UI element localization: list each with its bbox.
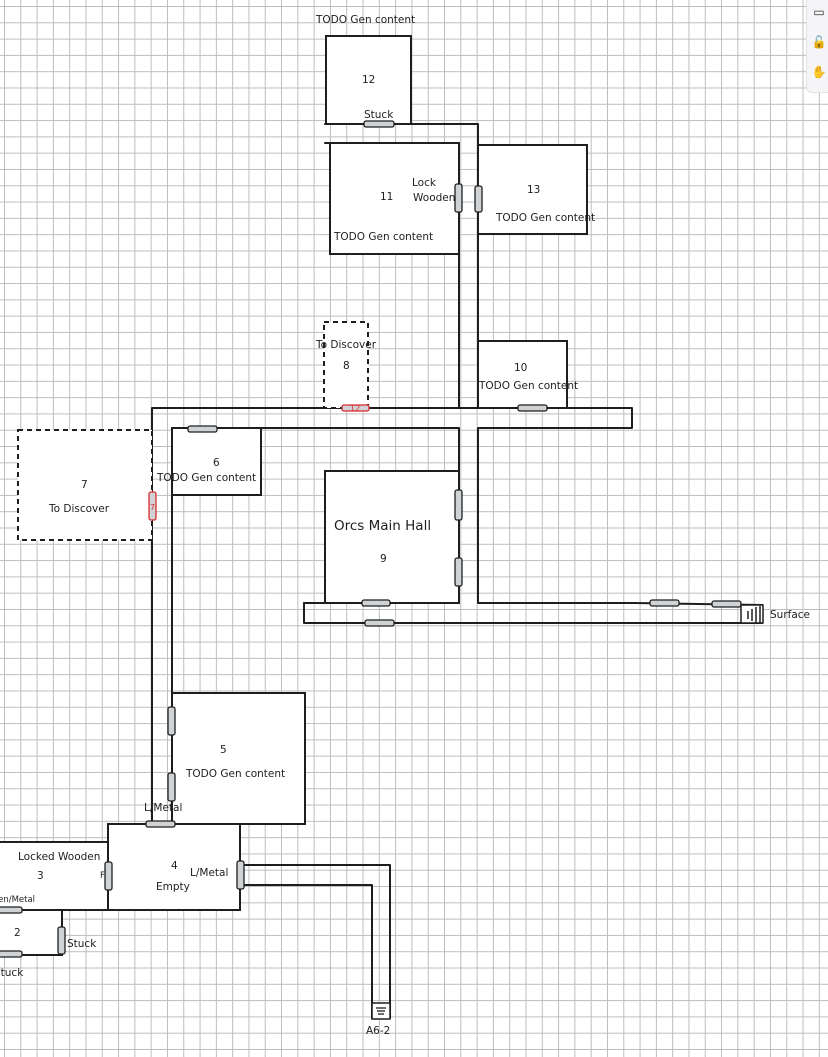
room-10[interactable] bbox=[477, 340, 568, 409]
surface-stairs-icon[interactable] bbox=[740, 604, 764, 624]
door-4-right-metal[interactable] bbox=[236, 860, 245, 890]
hand-icon[interactable]: ✋ bbox=[811, 65, 827, 79]
room-11[interactable] bbox=[329, 142, 460, 255]
label-room-7-title: To Discover bbox=[48, 503, 110, 515]
label-room-3: 3 bbox=[37, 870, 44, 882]
label-room-12: 12 bbox=[362, 74, 375, 86]
label-room-8: 8 bbox=[343, 360, 350, 372]
label-room-8-door: 12 bbox=[350, 404, 360, 413]
unlock-icon[interactable]: 🔓 bbox=[811, 35, 827, 49]
door-2-stuck-bottom[interactable] bbox=[0, 950, 23, 958]
doors bbox=[0, 120, 742, 958]
door-5-bottom[interactable] bbox=[167, 772, 176, 802]
exit-stairs-icon[interactable] bbox=[371, 1002, 391, 1020]
label-room-5-todo: TODO Gen content bbox=[185, 768, 285, 780]
room-2[interactable] bbox=[0, 909, 63, 956]
door-8[interactable] bbox=[341, 404, 370, 412]
label-wooden: Wooden bbox=[413, 192, 455, 204]
label-lmetal-top: L/Metal bbox=[144, 802, 182, 814]
door-3-open-metal[interactable] bbox=[0, 906, 23, 914]
door-9-east-top[interactable] bbox=[454, 489, 463, 521]
label-room-11-todo: TODO Gen content bbox=[333, 231, 433, 243]
label-exit: A6-2 bbox=[366, 1025, 390, 1037]
label-room-10: 10 bbox=[514, 362, 527, 374]
label-room-13-todo: TODO Gen content bbox=[495, 212, 595, 224]
label-room-9-title: Orcs Main Hall bbox=[334, 518, 431, 534]
label-room-8-title: To Discover bbox=[315, 339, 377, 351]
label-locked-wooden: Locked Wooden bbox=[18, 851, 100, 863]
room-5[interactable] bbox=[171, 692, 306, 825]
label-stuck-bottom: Stuck bbox=[0, 967, 24, 979]
door-7[interactable] bbox=[148, 491, 157, 521]
label-lock: Lock bbox=[412, 177, 437, 189]
label-room-7: 7 bbox=[81, 479, 88, 491]
door-2-stuck[interactable] bbox=[57, 926, 66, 955]
book-icon[interactable]: ▭ bbox=[813, 5, 825, 19]
label-stuck-2: Stuck bbox=[67, 938, 97, 950]
door-south-corridor[interactable] bbox=[364, 619, 395, 627]
room-6[interactable] bbox=[171, 427, 262, 496]
corridor-main-top bbox=[151, 407, 633, 604]
room-12[interactable] bbox=[325, 35, 412, 125]
room-8[interactable] bbox=[323, 321, 369, 409]
label-room-4-empty: Empty bbox=[156, 881, 190, 893]
label-room-11: 11 bbox=[380, 191, 393, 203]
label-todo-top: TODO Gen content bbox=[315, 14, 415, 26]
corridor-exit-top bbox=[239, 864, 391, 1019]
label-room-2: 2 bbox=[14, 927, 21, 939]
label-room-9: 9 bbox=[380, 553, 387, 565]
door-9-east-bottom[interactable] bbox=[454, 557, 463, 587]
door-surface-a[interactable] bbox=[649, 599, 680, 607]
label-room-4: 4 bbox=[171, 860, 178, 872]
room-9[interactable] bbox=[324, 470, 460, 604]
canvas-toolbar: ▭ 🔓 ✋ bbox=[806, 0, 828, 93]
door-9-south[interactable] bbox=[361, 599, 391, 607]
door-12-stuck[interactable] bbox=[363, 120, 395, 128]
label-room-7-door: 7 bbox=[150, 503, 155, 512]
door-13[interactable] bbox=[474, 185, 483, 213]
label-stuck-12: Stuck bbox=[364, 109, 394, 121]
label-room-10-todo: TODO Gen content bbox=[478, 380, 578, 392]
door-6[interactable] bbox=[187, 425, 218, 433]
door-5-top[interactable] bbox=[167, 706, 176, 736]
door-surface-b[interactable] bbox=[711, 600, 742, 608]
label-lmetal-right: L/Metal bbox=[190, 867, 228, 879]
room-13[interactable] bbox=[477, 144, 588, 235]
corridor-exit-bottom bbox=[239, 884, 373, 1019]
label-room-5: 5 bbox=[220, 744, 227, 756]
corridor-south-top bbox=[303, 602, 763, 624]
door-11-lock-wooden[interactable] bbox=[454, 183, 463, 213]
label-room-6-todo: TODO Gen content bbox=[156, 472, 256, 484]
door-10[interactable] bbox=[517, 404, 548, 412]
door-3-locked-wooden[interactable] bbox=[104, 861, 113, 891]
label-surface: Surface bbox=[770, 609, 810, 621]
room-7[interactable] bbox=[17, 429, 153, 541]
label-open-metal: Open/Metal bbox=[0, 895, 35, 905]
door-4-top-metal[interactable] bbox=[145, 820, 176, 828]
label-room-3-door: F bbox=[100, 871, 105, 881]
label-room-6: 6 bbox=[213, 457, 220, 469]
label-room-13: 13 bbox=[527, 184, 540, 196]
